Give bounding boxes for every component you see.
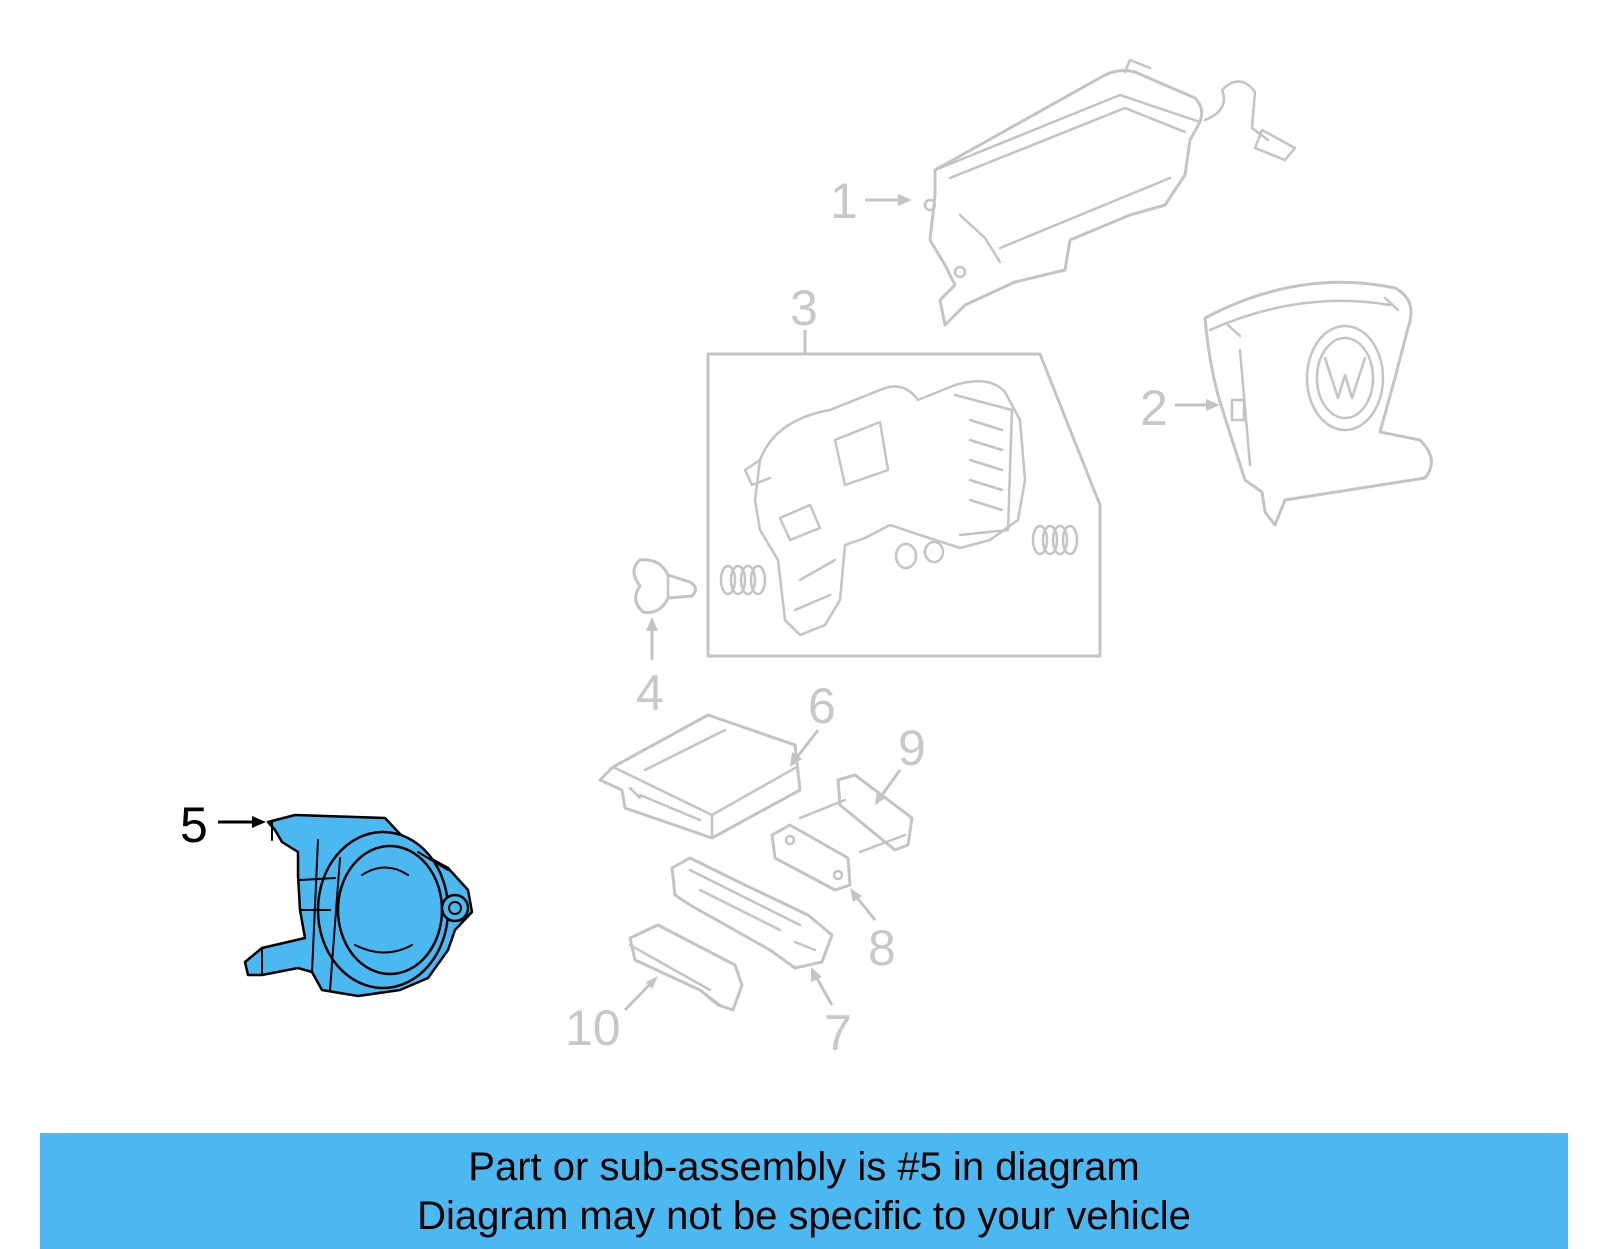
callout-7: 7 bbox=[824, 1005, 852, 1061]
banner-line-2: Diagram may not be specific to your vehi… bbox=[417, 1194, 1191, 1238]
part-3-bracket-assembly[interactable] bbox=[706, 352, 1102, 658]
part-5-clock-spring[interactable] bbox=[243, 813, 474, 998]
spring-right bbox=[1031, 524, 1079, 556]
leader-1 bbox=[865, 194, 912, 206]
callout-9: 9 bbox=[898, 720, 926, 776]
callout-1: 1 bbox=[830, 173, 858, 229]
part-4-bolt[interactable] bbox=[632, 558, 697, 614]
part-6-control-module[interactable] bbox=[598, 713, 802, 840]
part-9-stud-bracket[interactable] bbox=[798, 773, 914, 854]
leader-4 bbox=[646, 617, 658, 660]
part-10-mount[interactable] bbox=[628, 923, 744, 1012]
info-banner: Part or sub-assembly is #5 in diagram Di… bbox=[40, 1133, 1568, 1249]
part-2-steering-wheel-airbag[interactable] bbox=[1203, 280, 1433, 527]
leader-7 bbox=[811, 967, 834, 1006]
callout-5[interactable]: 5 bbox=[180, 797, 208, 853]
leader-6 bbox=[790, 729, 820, 767]
callout-3: 3 bbox=[790, 280, 818, 336]
banner-line-1: Part or sub-assembly is #5 in diagram bbox=[468, 1145, 1140, 1189]
leader-8 bbox=[850, 888, 877, 921]
leader-10 bbox=[623, 976, 658, 1012]
part-8-plate[interactable] bbox=[770, 823, 852, 892]
leader-2 bbox=[1175, 399, 1220, 411]
callout-2: 2 bbox=[1140, 380, 1168, 436]
callout-4: 4 bbox=[636, 665, 664, 721]
callout-8: 8 bbox=[868, 920, 896, 976]
leader-5[interactable] bbox=[218, 816, 266, 828]
part-7-bracket[interactable] bbox=[670, 856, 834, 970]
callout-10: 10 bbox=[565, 1000, 621, 1056]
parts-diagram: 1 2 3 4 5 6 7 8 9 10 bbox=[180, 58, 1433, 1061]
callout-6: 6 bbox=[808, 678, 836, 734]
spring-left bbox=[719, 564, 767, 596]
part-1-airbag-module[interactable] bbox=[923, 58, 1297, 327]
leader-9 bbox=[875, 769, 902, 805]
